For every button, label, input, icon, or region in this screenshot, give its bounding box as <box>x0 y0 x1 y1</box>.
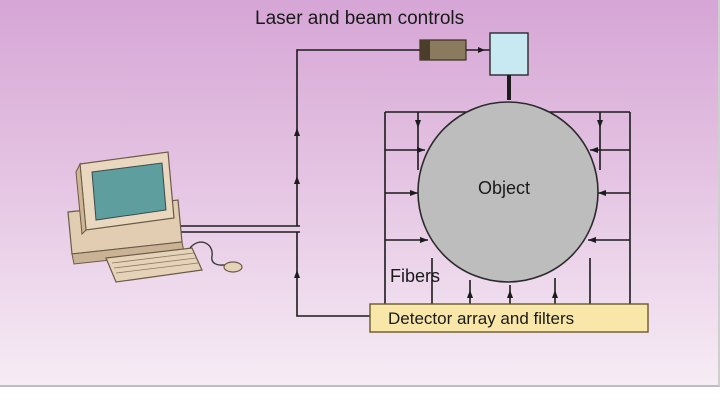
mouse-cable <box>189 241 229 266</box>
control-wiring <box>178 47 485 317</box>
detector-array-box <box>369 303 649 333</box>
computer-icon <box>67 151 243 283</box>
detector-label: Detector array and filters <box>388 309 574 328</box>
mouse-icon <box>223 261 243 273</box>
wire-arrow-up <box>294 270 300 278</box>
wire-arrow-up <box>294 128 300 136</box>
fiber-network <box>384 111 631 305</box>
laser-controls-label: Laser and beam controls <box>255 8 464 29</box>
beam-controller-box <box>489 32 529 76</box>
wire-arrow-up <box>294 176 300 184</box>
fibers-label: Fibers <box>390 266 440 286</box>
laser-icon <box>419 39 490 61</box>
object-label: Object <box>478 178 530 198</box>
object-circle <box>417 101 599 283</box>
